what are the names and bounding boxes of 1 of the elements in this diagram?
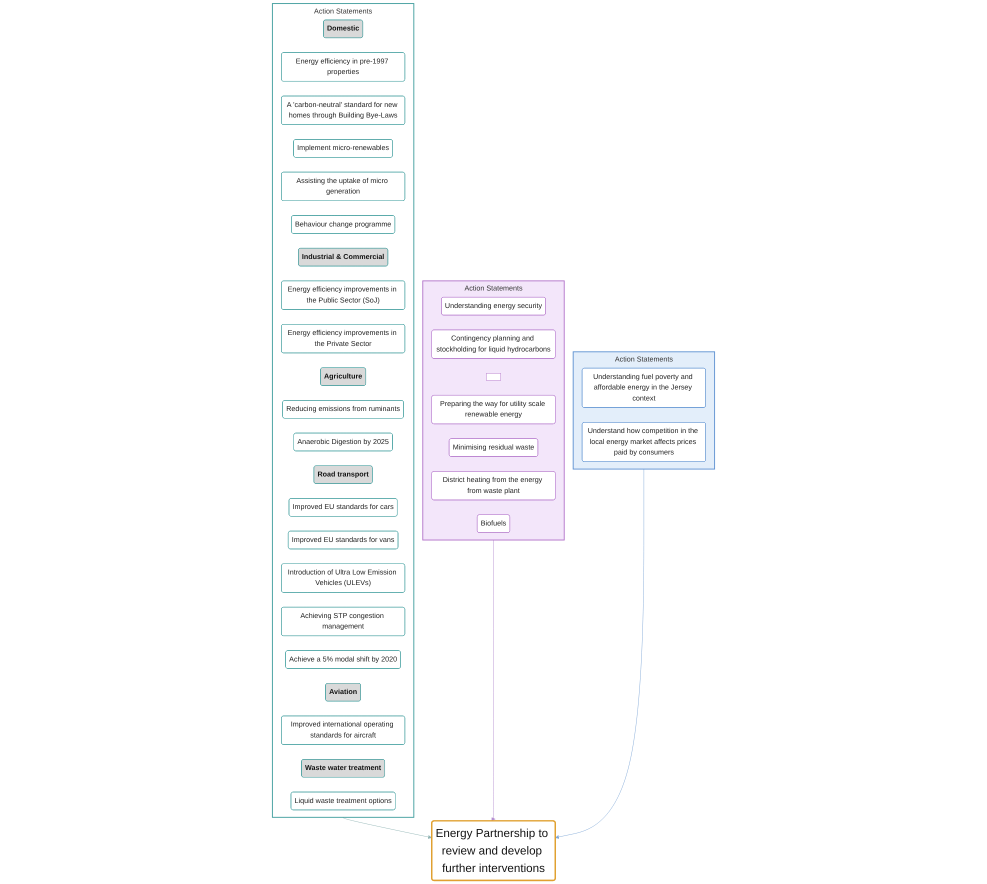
node-box xyxy=(486,373,501,381)
